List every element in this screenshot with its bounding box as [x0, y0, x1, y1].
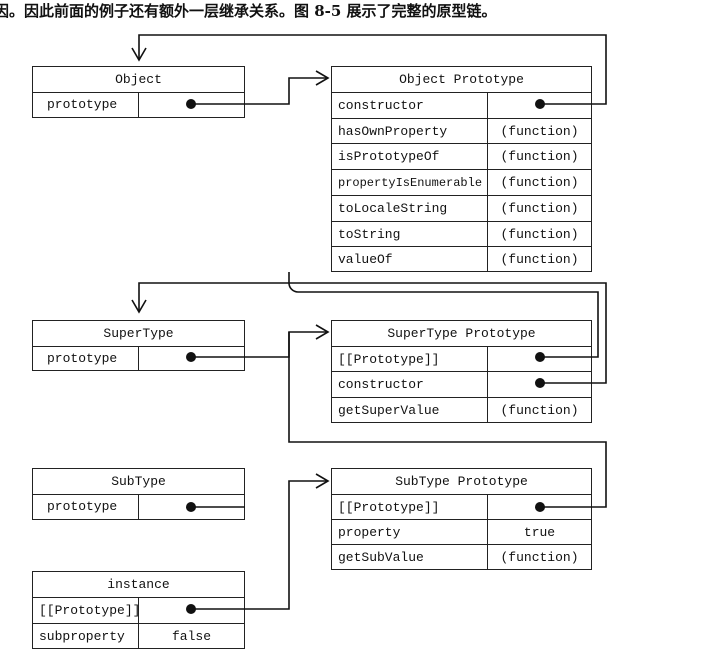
object-prototype-value: (function) — [500, 252, 579, 267]
object-prototype-value: (function) — [500, 124, 579, 139]
instance-row: subproperty false — [33, 624, 244, 649]
subtype-prototype-value — [488, 495, 591, 519]
supertype-row-prototype: prototype — [33, 347, 244, 370]
supertype-prototype-value: (function) — [500, 403, 579, 418]
supertype-prototype-title: SuperType Prototype — [332, 321, 591, 347]
arrowhead-icon — [131, 47, 147, 62]
subtype-title: SubType — [33, 469, 244, 495]
supertype-prototype-key: getSuperValue — [332, 398, 488, 423]
subtype-prototype-row: property true — [332, 520, 591, 545]
supertype-prototype-row: [[Prototype]] — [332, 347, 591, 372]
object-prototype-row: toLocaleString (function) — [332, 196, 591, 222]
subtype-prototype-value — [139, 495, 244, 519]
object-prototype-row: toString (function) — [332, 222, 591, 247]
supertype-prototype-key: prototype — [33, 347, 139, 370]
caption-text: 因。因此前面的例子还有额外一层继承关系。图 8-5 展示了完整的原型链。 — [0, 2, 497, 20]
object-prototype-value — [488, 93, 591, 118]
object-prototype-key: isPrototypeOf — [332, 144, 488, 169]
instance-value: false — [171, 629, 211, 644]
object-prototype-key: constructor — [332, 93, 488, 118]
subtype-prototype-value: (function) — [500, 550, 579, 565]
object-prototype-value: (function) — [500, 175, 579, 190]
supertype-prototype-value — [139, 347, 244, 370]
arrowhead-icon — [315, 70, 330, 86]
object-prototype-key: toString — [332, 222, 488, 246]
object-prototype-key: propertyIsEnumerable — [332, 170, 488, 195]
object-prototype-key: valueOf — [332, 247, 488, 272]
supertype-prototype-value — [488, 372, 591, 397]
arrowhead-icon — [131, 299, 147, 314]
object-prototype-row: propertyIsEnumerable (function) — [332, 170, 591, 196]
instance-title: instance — [33, 572, 244, 598]
subtype-prototype-key: [[Prototype]] — [332, 495, 488, 519]
supertype-title: SuperType — [33, 321, 244, 347]
supertype-prototype-row: constructor — [332, 372, 591, 398]
instance-box: instance [[Prototype]] subproperty false — [32, 571, 245, 649]
object-prototype-row: valueOf (function) — [332, 247, 591, 272]
object-box: Object prototype — [32, 66, 245, 118]
supertype-box: SuperType prototype — [32, 320, 245, 371]
object-prototype-box: Object Prototype constructor hasOwnPrope… — [331, 66, 592, 272]
subtype-box: SubType prototype — [32, 468, 245, 520]
instance-key: [[Prototype]] — [33, 598, 139, 623]
instance-key: subproperty — [33, 624, 139, 649]
object-prototype-value — [139, 93, 244, 117]
instance-value — [139, 598, 244, 623]
object-prototype-row: hasOwnProperty (function) — [332, 119, 591, 144]
subtype-prototype-key: getSubValue — [332, 545, 488, 570]
object-prototype-value: (function) — [500, 227, 579, 242]
object-prototype-key: prototype — [33, 93, 139, 117]
supertype-prototype-row: getSuperValue (function) — [332, 398, 591, 423]
subtype-prototype-value: true — [523, 525, 556, 540]
subtype-prototype-key: prototype — [33, 495, 139, 519]
supertype-prototype-value — [488, 347, 591, 371]
subtype-prototype-row: [[Prototype]] — [332, 495, 591, 520]
subtype-prototype-key: property — [332, 520, 488, 544]
subtype-row-prototype: prototype — [33, 495, 244, 519]
object-prototype-key: toLocaleString — [332, 196, 488, 221]
arrowhead-icon — [315, 324, 330, 340]
object-prototype-row: constructor — [332, 93, 591, 119]
object-prototype-value: (function) — [500, 149, 579, 164]
subtype-prototype-box: SubType Prototype [[Prototype]] property… — [331, 468, 592, 570]
arrowhead-icon — [315, 473, 330, 489]
object-prototype-title: Object Prototype — [332, 67, 591, 93]
supertype-prototype-key: [[Prototype]] — [332, 347, 488, 371]
object-prototype-value: (function) — [500, 201, 579, 216]
object-prototype-key: hasOwnProperty — [332, 119, 488, 143]
object-prototype-row: isPrototypeOf (function) — [332, 144, 591, 170]
object-title: Object — [33, 67, 244, 93]
supertype-prototype-key: constructor — [332, 372, 488, 397]
instance-row: [[Prototype]] — [33, 598, 244, 624]
object-row-prototype: prototype — [33, 93, 244, 117]
supertype-prototype-box: SuperType Prototype [[Prototype]] constr… — [331, 320, 592, 423]
subtype-prototype-row: getSubValue (function) — [332, 545, 591, 570]
subtype-prototype-title: SubType Prototype — [332, 469, 591, 495]
